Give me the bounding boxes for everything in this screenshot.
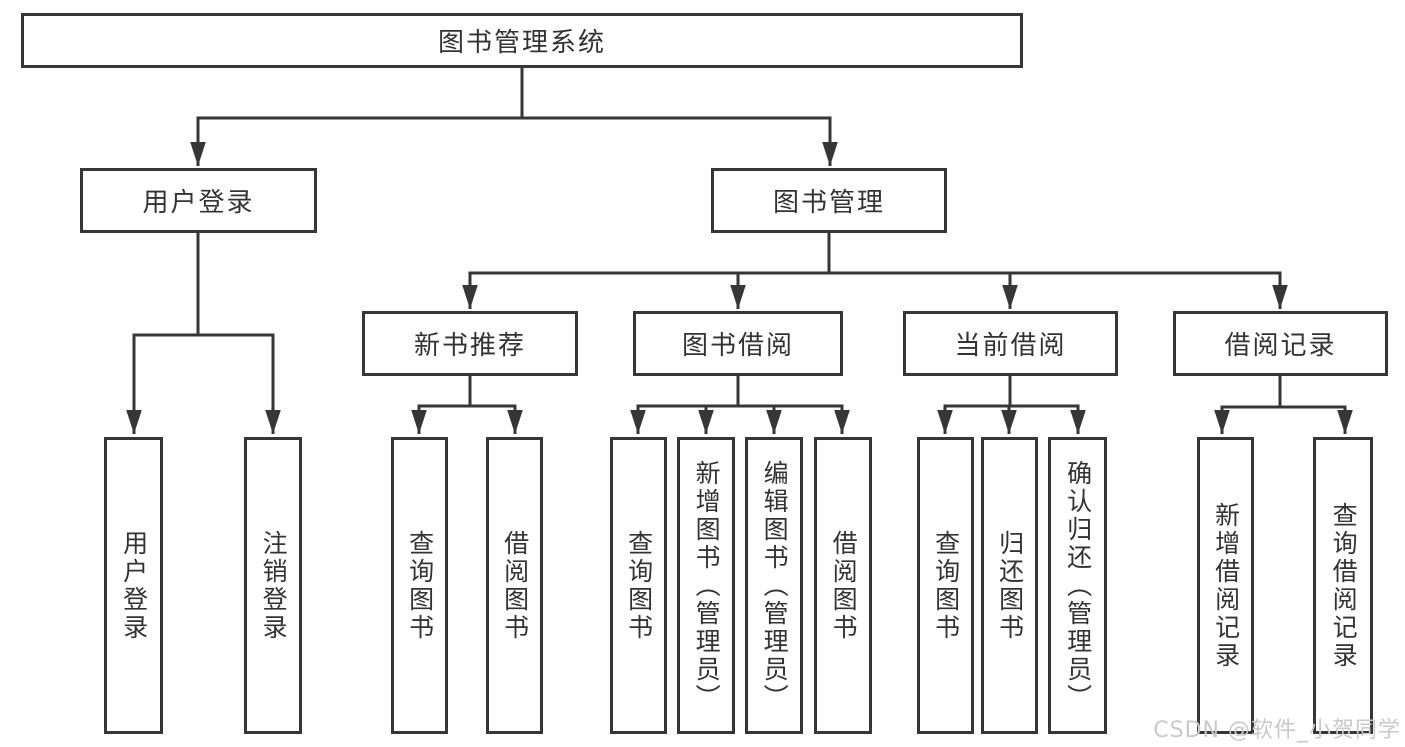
node-borrow-records-label: 借阅记录 <box>1224 331 1337 361</box>
node-current-return-book-label: 归还图书 <box>995 529 1025 642</box>
node-current-confirm-return: 确认归还（管理员） <box>1048 437 1107 734</box>
node-login-user-login-label: 用户登录 <box>119 529 149 642</box>
current-borrow-connector <box>937 376 1086 434</box>
node-current-borrow-label: 当前借阅 <box>954 331 1067 361</box>
node-root-label: 图书管理系统 <box>437 28 606 58</box>
node-current-return-book: 归还图书 <box>981 437 1038 734</box>
borrow-records-connector <box>1214 376 1353 434</box>
node-borrow-add-book-label: 新增图书（管理员） <box>692 459 722 712</box>
node-current-confirm-return-label: 确认归还（管理员） <box>1063 459 1093 712</box>
node-root: 图书管理系统 <box>21 13 1023 68</box>
node-newbook-borrow-book-label: 借阅图书 <box>500 529 530 642</box>
node-user-login: 用户登录 <box>80 168 317 233</box>
node-borrow-edit-book: 编辑图书（管理员） <box>745 437 803 734</box>
node-borrow-add-book: 新增图书（管理员） <box>677 437 735 734</box>
node-records-add-record-label: 新增借阅记录 <box>1211 501 1241 670</box>
node-borrow-borrow-book-label: 借阅图书 <box>829 529 859 642</box>
node-user-login-label: 用户登录 <box>142 188 255 218</box>
node-book-borrow-label: 图书借阅 <box>681 331 794 361</box>
node-login-user-login: 用户登录 <box>104 437 163 734</box>
root-connector <box>190 68 838 166</box>
node-borrow-query-book: 查询图书 <box>610 437 667 734</box>
node-records-add-record: 新增借阅记录 <box>1197 437 1254 734</box>
node-records-query-record: 查询借阅记录 <box>1313 437 1373 734</box>
node-current-borrow: 当前借阅 <box>903 311 1118 376</box>
node-book-management: 图书管理 <box>711 168 947 233</box>
node-newbook-borrow-book: 借阅图书 <box>486 437 543 734</box>
watermark: CSDN @软件_小贺同学 <box>1153 718 1401 743</box>
node-newbook-query-book-label: 查询图书 <box>405 529 435 642</box>
book-borrow-connector <box>630 376 850 434</box>
book-management-connector <box>462 233 1288 309</box>
new-book-connector <box>411 376 523 434</box>
node-newbook-query-book: 查询图书 <box>391 437 448 734</box>
node-login-logout-label: 注销登录 <box>259 529 289 642</box>
node-new-book-recommend: 新书推荐 <box>362 311 578 376</box>
node-login-logout: 注销登录 <box>244 437 302 734</box>
node-new-book-recommend-label: 新书推荐 <box>413 331 526 361</box>
node-borrow-records: 借阅记录 <box>1173 311 1388 376</box>
node-borrow-borrow-book: 借阅图书 <box>814 437 872 734</box>
node-borrow-edit-book-label: 编辑图书（管理员） <box>760 459 790 712</box>
node-borrow-query-book-label: 查询图书 <box>624 529 654 642</box>
user-login-connector <box>126 233 281 434</box>
node-book-management-label: 图书管理 <box>772 188 885 218</box>
node-book-borrow: 图书借阅 <box>633 311 843 376</box>
node-current-query-book-label: 查询图书 <box>931 529 961 642</box>
node-current-query-book: 查询图书 <box>917 437 974 734</box>
node-records-query-record-label: 查询借阅记录 <box>1329 501 1359 670</box>
